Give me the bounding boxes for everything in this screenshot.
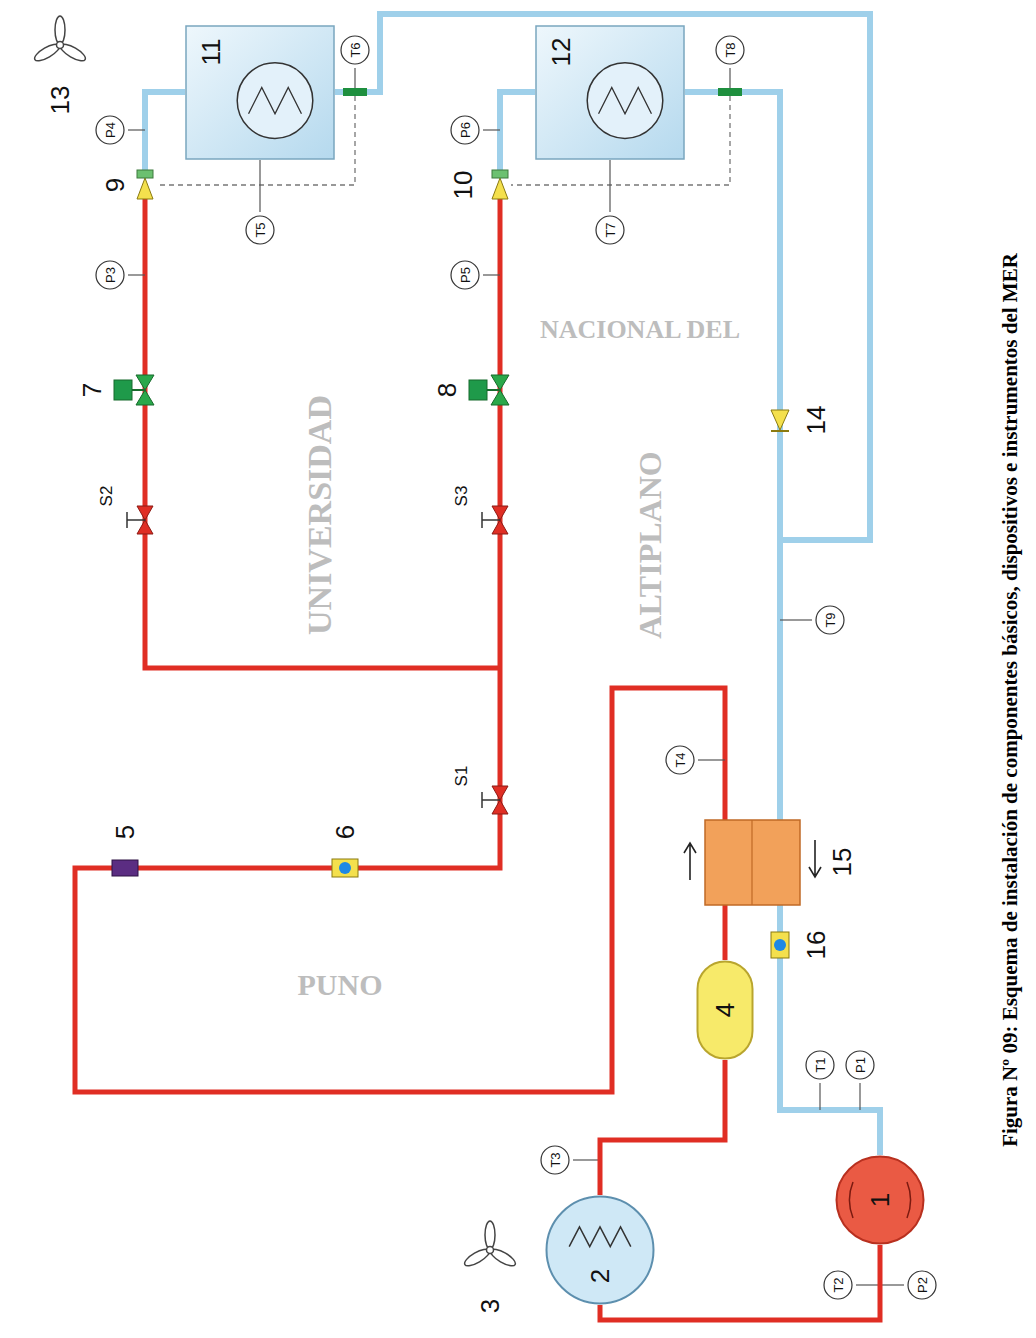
temperature-sensor: T5 (245, 215, 275, 245)
check-valve (771, 410, 789, 431)
instrument-tag: P6 (459, 122, 472, 138)
thermal-bulb (718, 88, 742, 96)
instrument-tag: P4 (104, 122, 117, 138)
solenoid-valve (469, 375, 509, 405)
suction-to-compressor (780, 905, 880, 1155)
instrument-tag: T9 (824, 612, 837, 627)
temperature-sensor: T3 (540, 1145, 570, 1175)
condenser-outline (545, 1195, 655, 1305)
instrument-leader (128, 68, 904, 1285)
evap-inlet (145, 92, 185, 172)
pressure-gauge: P1 (845, 1050, 875, 1080)
instrument-tag: T8 (724, 42, 737, 57)
callout-number: 11 (198, 38, 224, 65)
callout-number: 2 (587, 1269, 613, 1283)
callout-number: 16 (803, 931, 829, 960)
pressure-gauge: P2 (907, 1270, 937, 1300)
instrument-tag: P1 (854, 1057, 867, 1073)
evap-outlet (685, 92, 780, 820)
expansion-valve (492, 170, 508, 199)
heat-exchanger (684, 820, 821, 905)
temperature-sensor: T2 (823, 1270, 853, 1300)
manual-valve (482, 786, 508, 814)
instrument-tag: T1 (814, 1057, 827, 1072)
callout-number: 10 (450, 171, 476, 200)
liquid-branch (145, 198, 500, 668)
filter-drier (112, 860, 138, 876)
watermark: NACIONAL DEL (540, 317, 740, 343)
watermark: UNIVERSIDAD (303, 395, 337, 635)
pressure-gauge: P4 (95, 115, 125, 145)
expansion-valve (137, 170, 153, 199)
thermal-bulb (343, 88, 367, 96)
instrument-tag: T2 (832, 1277, 845, 1292)
sight-glass (332, 859, 358, 877)
pressure-gauge: P6 (450, 115, 480, 145)
temperature-sensor: T9 (815, 605, 845, 635)
temperature-sensor: T1 (805, 1050, 835, 1080)
manual-valve (482, 506, 508, 534)
fan (32, 16, 87, 64)
liquid-receiver: 4 (696, 960, 754, 1060)
callout-number: 7 (79, 383, 105, 397)
temperature-sensor: T6 (340, 35, 370, 65)
callout-number: 6 (332, 825, 358, 839)
liquid-riser (723, 905, 728, 960)
callout-number: 13 (47, 86, 73, 115)
callout-number: 14 (803, 406, 829, 435)
evap-outlet (335, 14, 870, 540)
callout-number: 4 (712, 1003, 738, 1017)
callout-number: 12 (548, 37, 574, 66)
temperature-sensor: T4 (665, 745, 695, 775)
watermark: PUNO (298, 970, 383, 1000)
valve-tag: S3 (453, 486, 470, 507)
evaporator: 11 (185, 25, 335, 160)
pressure-gauge: P5 (450, 260, 480, 290)
callout-number: 15 (829, 848, 855, 877)
solenoid-valve (114, 375, 154, 405)
evaporator: 12 (535, 25, 685, 160)
temperature-sensor: T7 (595, 215, 625, 245)
callout-number: 9 (102, 178, 128, 192)
callout-number: 5 (112, 825, 138, 839)
figure-caption: Figura Nº 09: Esquema de instalación de … (1000, 253, 1021, 1147)
callout-number: 1 (867, 1193, 893, 1207)
callout-number: 3 (477, 1299, 503, 1313)
sight-glass (771, 932, 789, 958)
callout-number: 8 (434, 383, 460, 397)
instrument-tag: T3 (549, 1152, 562, 1167)
watermark: ALTIPLANO (634, 451, 666, 638)
instrument-tag: T7 (604, 222, 617, 237)
suction-line (145, 14, 880, 1155)
evap-inlet (500, 92, 535, 172)
temperature-sensor: T8 (715, 35, 745, 65)
condenser: 2 (545, 1195, 655, 1305)
manual-valve (127, 506, 153, 534)
compressor: 1 (835, 1155, 925, 1245)
fan (462, 1221, 517, 1269)
valve-tag: S1 (453, 766, 470, 787)
instrument-tag: T4 (674, 752, 687, 767)
instrument-tag: P5 (459, 267, 472, 283)
instrument-tag: T5 (254, 222, 267, 237)
pressure-gauge: P3 (95, 260, 125, 290)
instrument-tag: P2 (916, 1277, 929, 1293)
valve-tag: S2 (98, 486, 115, 507)
instrument-tag: T6 (349, 42, 362, 57)
instrument-tag: P3 (104, 267, 117, 283)
refrigerant-pipe (600, 1060, 725, 1195)
